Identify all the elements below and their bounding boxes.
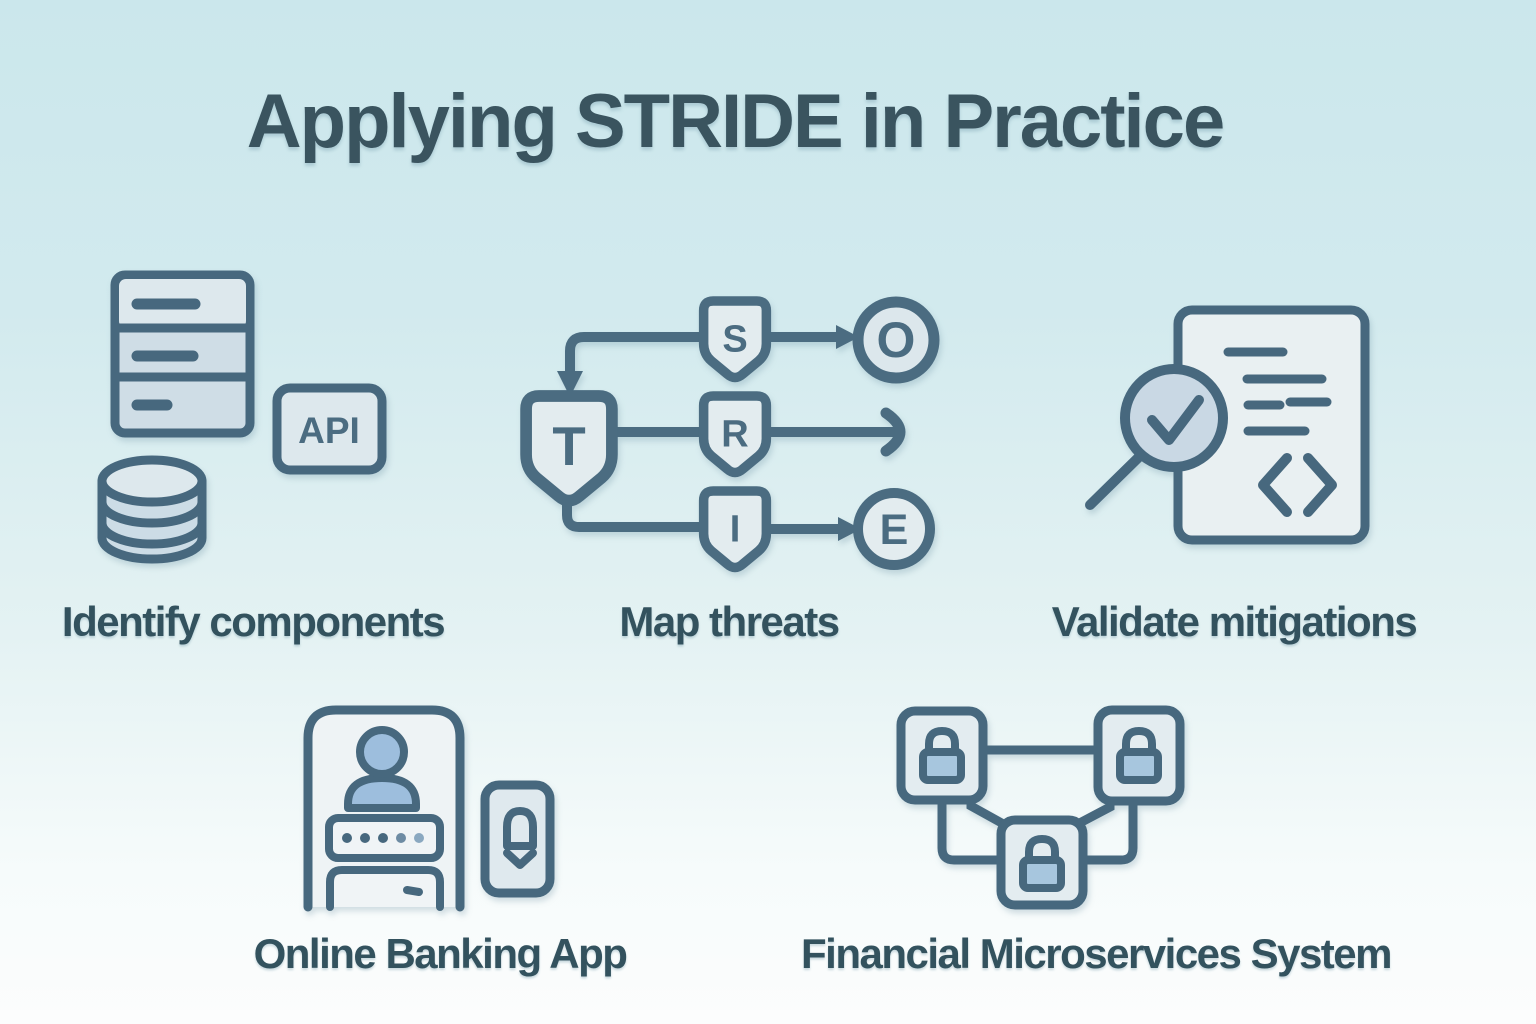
example-label-online-banking: Online Banking App xyxy=(253,930,628,977)
lock-icon xyxy=(1019,834,1065,892)
lock-icon xyxy=(1116,726,1162,784)
circle-o-icon: O xyxy=(852,296,940,384)
step-label-validate-mitigations: Validate mitigations xyxy=(1051,598,1418,645)
mobile-phone-icon xyxy=(480,780,555,898)
service-node-top-left xyxy=(896,706,988,805)
open-arrowhead-icon xyxy=(880,407,906,457)
stride-flow-icon: S T R I O E xyxy=(520,296,940,573)
svg-text:I: I xyxy=(730,508,741,550)
step-label-identify-components: Identify components xyxy=(61,598,446,645)
api-box-icon: API xyxy=(272,383,387,475)
shield-r-icon: R xyxy=(698,391,772,478)
shield-i-icon: I xyxy=(698,486,772,573)
svg-text:T: T xyxy=(552,416,585,477)
database-icon xyxy=(97,455,207,564)
page-title: Applying STRIDE in Practice xyxy=(246,79,1225,164)
flow-connectors xyxy=(562,332,906,534)
locked-services-network-icon xyxy=(896,705,1185,910)
service-node-bottom-center xyxy=(996,815,1088,910)
step-label-map-threats: Map threats xyxy=(619,598,840,645)
banking-login-icon xyxy=(303,705,555,912)
login-screen-frame xyxy=(303,705,465,912)
solid-arrowheads xyxy=(557,325,861,541)
svg-text:R: R xyxy=(721,413,748,455)
shield-s-icon: S xyxy=(698,296,772,383)
magnifier-check-icon xyxy=(1085,364,1228,510)
circle-e-icon: E xyxy=(853,488,935,570)
server-icon xyxy=(110,270,255,438)
chevron-down-icon xyxy=(503,849,537,869)
magnifier-check-document-icon xyxy=(1085,305,1370,545)
lock-icon xyxy=(919,726,965,784)
shield-t-icon: T xyxy=(520,390,618,507)
svg-text:E: E xyxy=(880,506,909,554)
svg-text:API: API xyxy=(298,410,360,451)
biometric-button-icon xyxy=(503,807,537,850)
checkmark-icon xyxy=(1147,395,1204,445)
right-arrowhead-icon xyxy=(836,325,859,349)
right-arrowhead-icon xyxy=(838,517,861,541)
example-label-financial-microservices: Financial Microservices System xyxy=(801,930,1392,977)
card-panel-icon xyxy=(326,866,444,911)
svg-text:S: S xyxy=(722,318,747,360)
service-node-top-right xyxy=(1093,705,1185,806)
code-brackets-icon xyxy=(1258,453,1337,517)
user-avatar-icon xyxy=(344,726,420,812)
down-arrowhead-icon xyxy=(557,371,583,397)
server-api-database-icon: API xyxy=(97,270,387,564)
svg-text:O: O xyxy=(877,312,916,368)
password-field-icon xyxy=(325,814,444,862)
